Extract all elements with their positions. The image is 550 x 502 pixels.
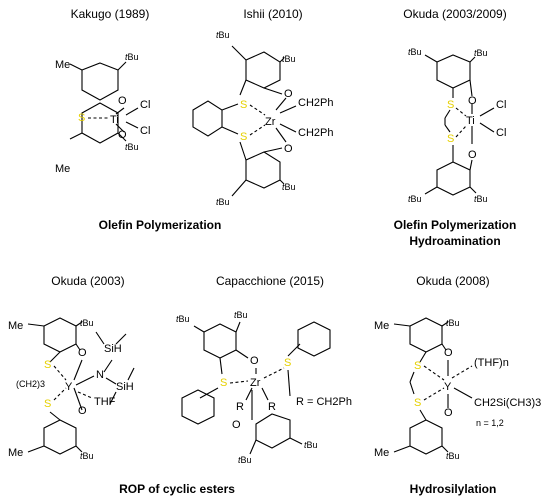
panel-title-okuda-2003: Okuda (2003) (51, 274, 124, 288)
caption-olefin-polymerization-right: Olefin Polymerization (394, 218, 517, 232)
tbu-label-top-right: tBu (234, 310, 248, 320)
ch2ph-label-1: CH2Ph (298, 97, 333, 109)
tbu-label-bottom-right: tBu (474, 194, 488, 204)
zr-label: Zr (265, 116, 276, 128)
ch2ph-label-2: CH2Ph (298, 127, 333, 139)
s-label: S (78, 112, 85, 124)
me-label-top: Me (8, 320, 23, 332)
tbu-label-top: tBu (446, 318, 460, 328)
r-label-1: R (236, 401, 244, 413)
n-label: N (96, 369, 104, 381)
o-label-top: O (118, 95, 127, 107)
ch2si-label: CH2Si(CH3)3 (474, 397, 541, 409)
o-label-bottom: O (284, 143, 293, 155)
me-label-bottom: Me (374, 447, 389, 459)
cl-label-2: Cl (140, 125, 150, 137)
tbu-label-bottom-right: tBu (304, 440, 318, 450)
panel-title-kakugo: Kakugo (1989) (71, 7, 150, 21)
tbu-label-bottom-right: tBu (282, 182, 296, 192)
y-label: Y (65, 381, 73, 393)
tbu-label-bottom: tBu (125, 142, 139, 152)
tbu-label-top: tBu (125, 52, 139, 62)
me-label-bottom: Me (8, 447, 23, 459)
ti-label: Ti (466, 115, 475, 127)
structure-ishii: tBu tBu O S S Zr CH2Ph CH2Ph O tBu tBu (192, 30, 333, 207)
sih-label-2: SiH (116, 381, 134, 393)
s-label-top: S (414, 360, 421, 372)
me-label-top: Me (374, 320, 389, 332)
o-label-bottom: O (444, 407, 453, 419)
s-label-bottom: S (414, 397, 421, 409)
o-label-top: O (78, 347, 87, 359)
structure-okuda-2008: Me tBu O S S Y (THF)n CH2Si(CH3)3 O n = … (374, 317, 541, 461)
tbu-label-bottom-left: tBu (408, 194, 422, 204)
tbu-label-top-right: tBu (474, 48, 488, 58)
me-label-bottom: Me (55, 163, 70, 175)
s-label-left: S (220, 377, 227, 389)
y-label: Y (444, 381, 452, 393)
tbu-label-top-left: tBu (176, 314, 190, 324)
me-label-top: Me (55, 59, 70, 71)
o-label-bottom: O (78, 405, 87, 417)
r-definition: R = CH2Ph (296, 396, 352, 408)
o-label-top: O (250, 355, 259, 367)
tbu-label-top-left: tBu (216, 30, 230, 40)
tbu-label-top-right: tBu (282, 54, 296, 64)
caption-olefin-polymerization-left: Olefin Polymerization (99, 218, 222, 232)
s-label-top: S (44, 359, 51, 371)
panel-title-okuda-2008: Okuda (2008) (416, 274, 489, 288)
ti-label: Ti (110, 114, 119, 126)
thf-label: THF (94, 396, 116, 408)
cl-label-2: Cl (496, 127, 506, 139)
s-label-top: S (240, 99, 247, 111)
panel-title-okuda-2003-2009: Okuda (2003/2009) (403, 7, 506, 21)
panel-title-capacchione: Capacchione (2015) (216, 274, 324, 288)
o-label-top: O (468, 95, 477, 107)
n-definition: n = 1,2 (476, 418, 504, 428)
panel-title-ishii: Ishii (2010) (243, 7, 302, 21)
s-label-bottom: S (447, 133, 454, 145)
caption-rop-cyclic-esters: ROP of cyclic esters (119, 482, 235, 496)
o-label-bottom: O (118, 129, 127, 141)
structure-okuda-2003: Me tBu O S (CH2)3 S Y N SiH SiH THF O Me… (8, 317, 135, 461)
s-label-bottom: S (44, 398, 51, 410)
o-label-bottom: O (232, 419, 241, 431)
caption-hydrosilylation: Hydrosilylation (410, 482, 497, 496)
structure-capacchione: tBu tBu O S Zr R R S O tBu tBu R = CH2Ph (176, 310, 352, 465)
s-label-right: S (284, 357, 291, 369)
zr-label: Zr (250, 377, 261, 389)
o-label-top: O (284, 88, 293, 100)
o-label-bottom: O (468, 149, 477, 161)
structure-okuda-2003-2009: tBu tBu O S S Ti Cl Cl O tBu tBu (408, 47, 506, 204)
r-label-2: R (268, 401, 276, 413)
thf-n-label: (THF)n (474, 357, 509, 369)
ch2-3-label: (CH2)3 (16, 379, 45, 389)
cl-label-1: Cl (496, 99, 506, 111)
caption-hydroamination: Hydroamination (409, 234, 500, 248)
structure-kakugo: Me tBu O S O Ti Cl Cl Me tBu (55, 52, 150, 175)
cl-label-1: Cl (140, 99, 150, 111)
tbu-label-bottom-left: tBu (216, 197, 230, 207)
tbu-label-bottom-left: tBu (238, 455, 252, 465)
s-label-bottom: S (240, 131, 247, 143)
tbu-label-bottom: tBu (80, 451, 94, 461)
tbu-label-top: tBu (80, 318, 94, 328)
tbu-label-top-left: tBu (408, 47, 422, 57)
s-label-top: S (447, 99, 454, 111)
o-label-top: O (444, 347, 453, 359)
tbu-label-bottom: tBu (446, 451, 460, 461)
sih-label-1: SiH (104, 343, 122, 355)
